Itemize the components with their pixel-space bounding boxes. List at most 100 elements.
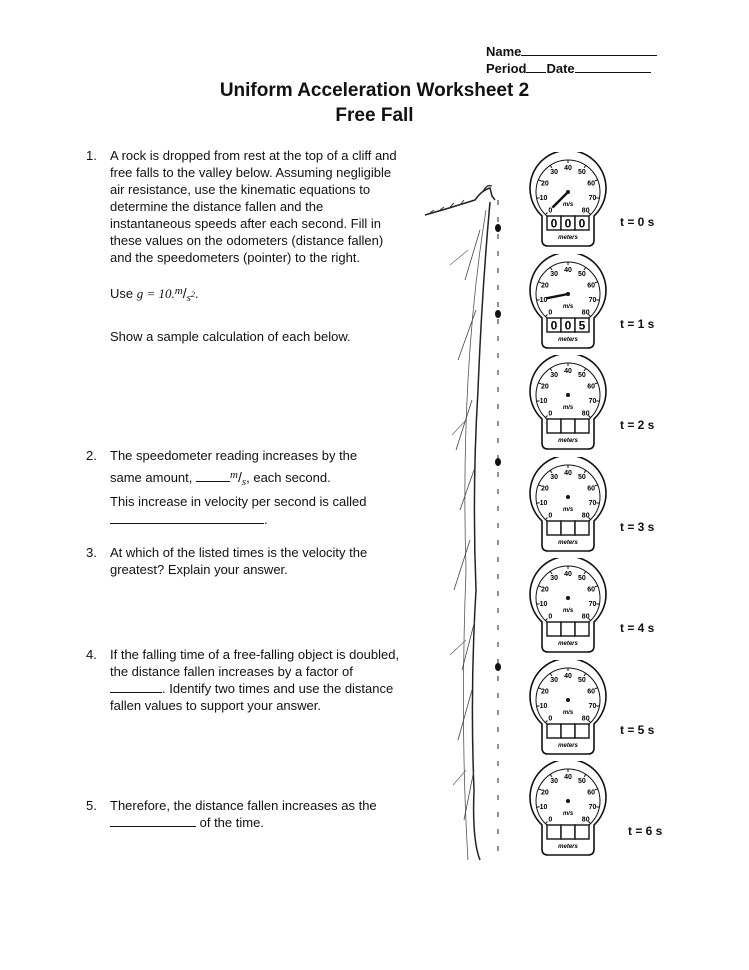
dial-number: 0 [548, 411, 552, 418]
dial-number: 30 [550, 778, 558, 785]
odometer-digit: 0 [565, 217, 572, 231]
increase-blank[interactable] [196, 481, 230, 482]
name-field[interactable]: Name [486, 44, 658, 59]
dial-tick [549, 165, 553, 169]
dial-number: 30 [550, 271, 558, 278]
dial-number: 40 [564, 368, 572, 375]
name-blank[interactable] [521, 55, 658, 56]
dial-tick [545, 821, 548, 824]
time-label-3: t = 3 s [620, 519, 655, 534]
dial-tick [596, 400, 600, 402]
odometer-digit: 0 [579, 217, 586, 231]
dial-tick [536, 704, 540, 707]
dial-number: 20 [541, 180, 549, 187]
dial-number: 80 [582, 817, 590, 824]
dial-tick [549, 571, 553, 575]
odometer-digit-box[interactable] [546, 722, 562, 739]
odometer-digit-box[interactable] [560, 824, 576, 840]
dial-number: 50 [578, 778, 586, 785]
dial-number: 10 [540, 804, 548, 811]
question-5-number: 5. [86, 798, 97, 813]
odometer-digit-box[interactable] [546, 519, 562, 536]
dial-tick [583, 469, 587, 473]
dial-tick [588, 618, 591, 621]
relation-blank[interactable] [110, 826, 196, 827]
speed-unit-label: m/s [563, 304, 574, 310]
dial-number: 30 [550, 474, 558, 481]
pointer-hub [566, 799, 570, 803]
question-2-line2: same amount, m/s, each second. [110, 469, 331, 488]
dial-tick [596, 603, 600, 605]
worksheet-subtitle: Free Fall [335, 105, 414, 126]
dial-number: 60 [587, 485, 595, 492]
dial-tick [549, 368, 553, 372]
odometer-digit-box[interactable] [574, 316, 590, 333]
dial-number: 10 [540, 702, 548, 709]
question-4-text-b: . Identify two times and use the distanc… [110, 681, 394, 713]
dial-number: 40 [564, 571, 572, 578]
question-4-number: 4. [86, 647, 97, 662]
dial-number: 70 [589, 804, 597, 811]
odometer-digit-box[interactable] [574, 519, 590, 536]
rock-position-t2 [495, 458, 501, 466]
speed-unit-label: m/s [563, 710, 574, 716]
dial-number: 30 [550, 169, 558, 176]
odometer-digit-box[interactable] [574, 418, 590, 434]
odometer-digit-box[interactable] [546, 824, 562, 840]
period-label: Period [486, 61, 527, 76]
rock-position-t1 [495, 310, 501, 318]
dial-number: 20 [541, 789, 549, 796]
dial-number: 60 [587, 383, 595, 390]
odometer-digit-box[interactable] [574, 621, 590, 637]
dial-number: 80 [582, 411, 590, 418]
odometer-digit-box[interactable] [574, 215, 590, 231]
dial-tick [536, 197, 540, 199]
term-blank[interactable] [110, 523, 264, 524]
dial-number: 0 [548, 512, 552, 519]
speed-pointer[interactable] [546, 292, 569, 299]
odometer-digit-box[interactable] [560, 621, 576, 637]
dial-number: 50 [578, 372, 586, 379]
dial-tick [596, 197, 600, 199]
dial-number: 0 [548, 614, 552, 621]
dial-number: 20 [541, 485, 549, 492]
dial-tick [583, 672, 587, 676]
dial-number: 80 [582, 512, 590, 519]
dial-number: 40 [564, 165, 572, 172]
factor-blank[interactable] [110, 692, 162, 693]
dial-tick [536, 806, 540, 808]
speed-unit-label: m/s [563, 608, 574, 614]
dial-tick [594, 280, 598, 283]
odometer-digit-box[interactable] [546, 621, 562, 637]
name-label: Name [486, 44, 522, 59]
time-label-1: t = 1 s [620, 316, 655, 331]
each-second-text: , each second. [246, 470, 331, 485]
dial-number: 40 [564, 470, 572, 477]
odometer-digit-box[interactable] [574, 722, 590, 739]
dial-number: 60 [587, 586, 595, 593]
period-date-field[interactable]: Period Date [486, 61, 651, 76]
speed-pointer[interactable] [551, 191, 569, 209]
period-blank[interactable] [526, 72, 547, 73]
odometer-digit-box[interactable] [560, 519, 576, 536]
date-label: Date [546, 61, 575, 76]
odometer-digit-box[interactable] [546, 418, 562, 434]
odometer-digit-box[interactable] [560, 418, 576, 434]
dial-number: 70 [589, 499, 597, 506]
odometer-digit: 0 [551, 318, 558, 332]
dial-tick [536, 298, 540, 301]
dial-tick [594, 382, 598, 385]
odometer-digit-box[interactable] [574, 824, 590, 840]
date-blank[interactable] [574, 72, 651, 73]
dial-tick [588, 212, 591, 215]
dial-number: 80 [582, 715, 590, 722]
odometer-digit-box[interactable] [560, 722, 576, 739]
dial-tick [545, 719, 548, 723]
